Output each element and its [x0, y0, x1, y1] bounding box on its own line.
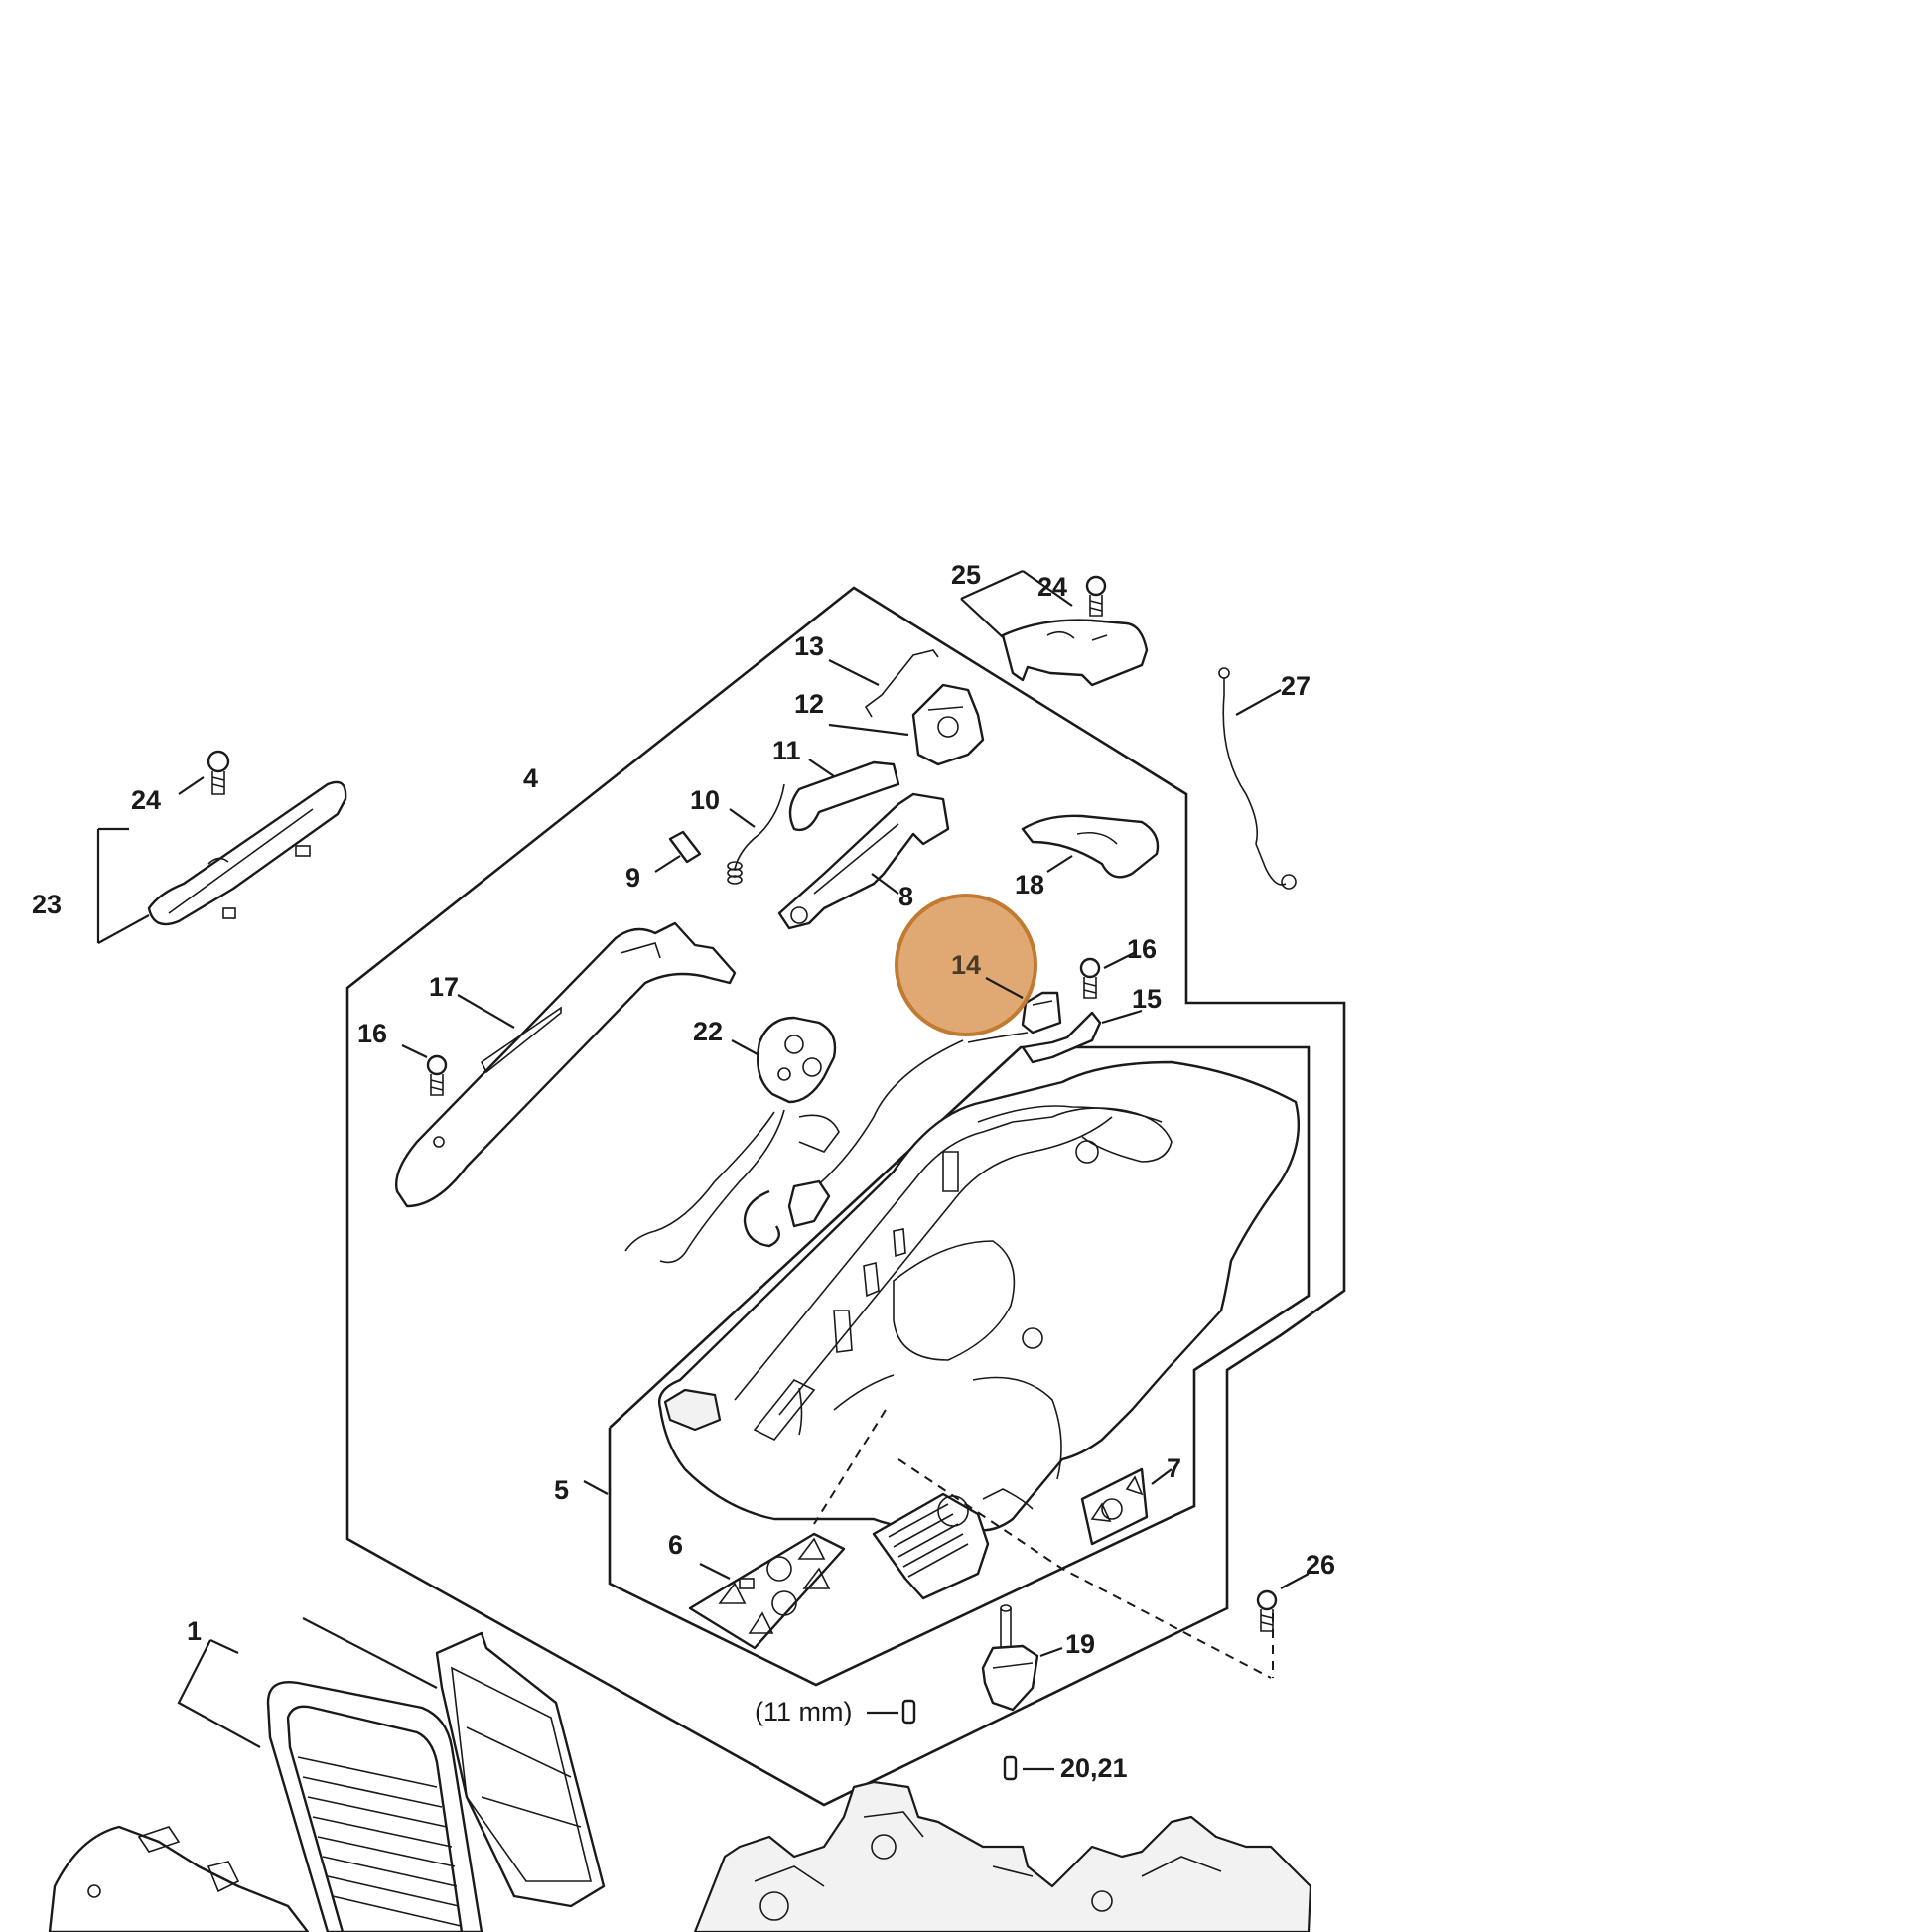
callout-19[interactable]: 19 — [1065, 1629, 1095, 1659]
part-11-trigger — [788, 759, 900, 832]
part-grille — [872, 1492, 990, 1600]
part-25-cover — [960, 569, 1149, 687]
part-10-spring — [727, 783, 785, 885]
part-15-bracket — [1021, 1009, 1143, 1064]
screw-24-top — [1085, 575, 1107, 617]
part-27-cable — [1218, 667, 1297, 890]
callout-17[interactable]: 17 — [429, 972, 459, 1002]
group-frame-5 — [608, 1045, 1311, 1687]
part-18-cover — [1021, 814, 1160, 879]
pin-20-21 — [1003, 1755, 1054, 1781]
callout-27[interactable]: 27 — [1281, 671, 1311, 701]
part-engine-bottom — [693, 1780, 1312, 1932]
callout-9[interactable]: 9 — [625, 863, 640, 893]
part-17-handle — [395, 921, 737, 1208]
callout-4[interactable]: 4 — [523, 763, 538, 793]
part-13-rod — [828, 649, 939, 718]
screw-16-left — [401, 1044, 448, 1096]
screw-16-right — [1079, 952, 1135, 999]
pin-11mm — [867, 1699, 916, 1725]
part-23-cover — [96, 780, 347, 944]
part-1-air-filter — [177, 1617, 606, 1932]
dimension-label-11mm: (11 mm) — [755, 1697, 853, 1726]
callout-18[interactable]: 18 — [1015, 870, 1044, 899]
callout-24-top[interactable]: 24 — [1037, 572, 1067, 602]
group-frame-4 — [345, 586, 1346, 1807]
callout-11[interactable]: 11 — [772, 736, 801, 765]
callout-7[interactable]: 7 — [1167, 1453, 1181, 1483]
part-6-label — [688, 1532, 846, 1650]
callout-5[interactable]: 5 — [554, 1475, 569, 1505]
part-12-cam — [828, 683, 985, 766]
callout-24-left[interactable]: 24 — [131, 785, 161, 815]
callout-10[interactable]: 10 — [690, 785, 720, 815]
callout-23[interactable]: 23 — [32, 890, 62, 919]
callout-22[interactable]: 22 — [693, 1017, 723, 1046]
callout-25[interactable]: 25 — [951, 560, 981, 590]
callout-15[interactable]: 15 — [1132, 984, 1162, 1014]
dashed-leader-26 — [897, 1458, 1272, 1679]
part-9-pin — [654, 830, 702, 873]
callout-1[interactable]: 1 — [187, 1616, 202, 1646]
part-14-switch — [967, 991, 1062, 1043]
callout-16-left[interactable]: 16 — [357, 1019, 387, 1048]
highlight-part-14[interactable]: 14 — [895, 894, 1037, 1036]
callout-13[interactable]: 13 — [794, 631, 824, 661]
screw-24-left — [178, 750, 230, 795]
callout-12[interactable]: 12 — [794, 689, 824, 719]
part-8-lever — [777, 792, 950, 930]
callout-26[interactable]: 26 — [1306, 1550, 1335, 1580]
screw-26 — [1256, 1573, 1310, 1632]
part-19-stop — [981, 1604, 1063, 1712]
callout-20-21[interactable]: 20,21 — [1060, 1753, 1128, 1783]
callout-14: 14 — [951, 950, 981, 980]
callout-6[interactable]: 6 — [668, 1530, 683, 1560]
callout-8[interactable]: 8 — [898, 882, 913, 911]
part-shroud-bottom-left — [48, 1825, 310, 1932]
part-7-label — [1080, 1467, 1173, 1546]
callout-16-right[interactable]: 16 — [1127, 934, 1157, 964]
part-5-housing — [583, 1060, 1301, 1532]
part-22-switch-unit — [624, 1016, 964, 1264]
